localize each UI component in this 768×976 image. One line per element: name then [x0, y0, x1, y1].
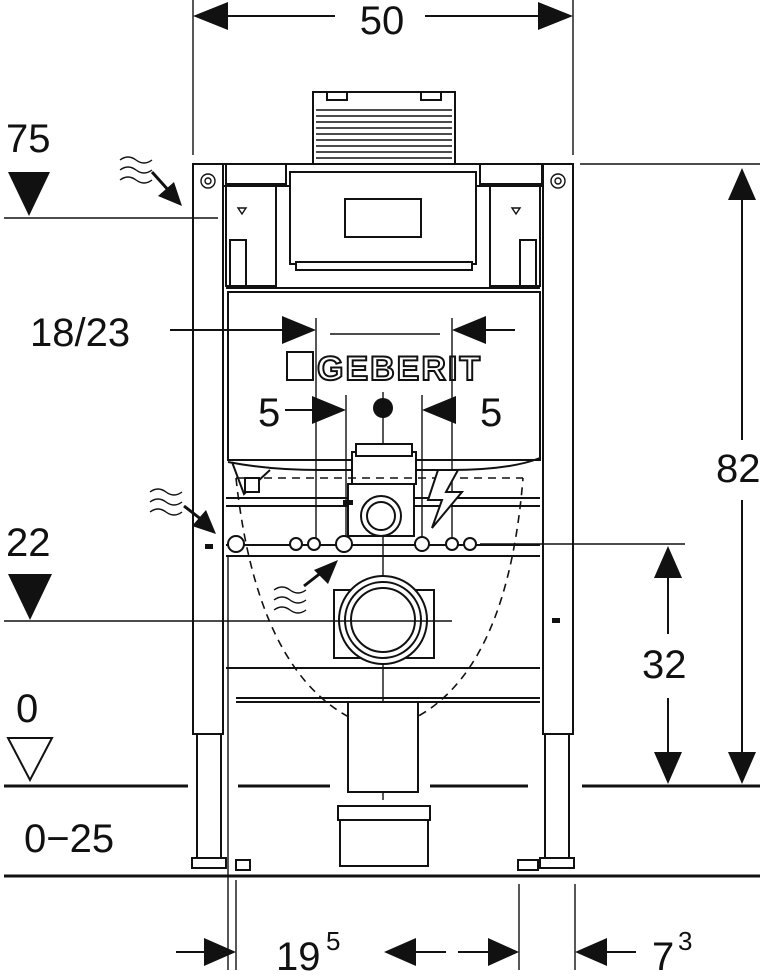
drain-height-dimension: 32 [642, 546, 687, 784]
floor-level-open-triangle-icon [6, 737, 54, 783]
pipe-spacing-dimension: 18/23 [30, 311, 515, 540]
floor-level-marker: 0 [4, 687, 760, 788]
tank-bottom-pipework [226, 443, 541, 537]
depth-main-label: 19 [276, 935, 321, 976]
offset-left-label: 5 [258, 391, 280, 435]
frame-right-upright [517, 163, 575, 871]
flush-plate-cover [312, 91, 456, 171]
svg-text:GEBERIT: GEBERIT [317, 350, 482, 388]
water-wave-arrow-icon [149, 488, 216, 534]
height-dimension: 82 [580, 163, 761, 784]
water-wave-arrow-icon [119, 156, 182, 206]
cistern-housing [222, 163, 544, 461]
offset-dimension: 5 5 [258, 391, 502, 800]
height-label: 82 [716, 447, 761, 491]
geberit-logo: GEBERIT [286, 349, 482, 389]
width-label: 50 [360, 0, 405, 43]
frame-left-upright [191, 163, 251, 871]
flush-height-label: 75 [6, 117, 51, 161]
depth-dimension: 19 5 7 3 [176, 880, 692, 976]
floor-level-label: 0 [16, 687, 38, 731]
lightning-icon [426, 469, 465, 529]
connection-height-marker: 22 [4, 521, 452, 622]
floor-range-marker: 0−25 [4, 817, 760, 878]
drain-assembly [226, 556, 540, 970]
connection-rail [205, 535, 685, 557]
depth-side-sup: 3 [678, 926, 692, 956]
water-wave-arrow-icon [273, 560, 338, 614]
width-dimension: 50 [192, 0, 574, 155]
flush-height-marker: 75 [4, 117, 218, 219]
pipe-spacing-label: 18/23 [30, 311, 130, 355]
level-triangle-icon [8, 172, 50, 216]
drain-height-label: 32 [642, 643, 687, 687]
offset-right-label: 5 [480, 391, 502, 435]
depth-main-sup: 5 [326, 926, 340, 956]
level-triangle-icon [8, 574, 52, 620]
depth-side-label: 7 [652, 935, 674, 976]
connection-height-label: 22 [6, 521, 51, 565]
floor-range-label: 0−25 [24, 817, 114, 861]
